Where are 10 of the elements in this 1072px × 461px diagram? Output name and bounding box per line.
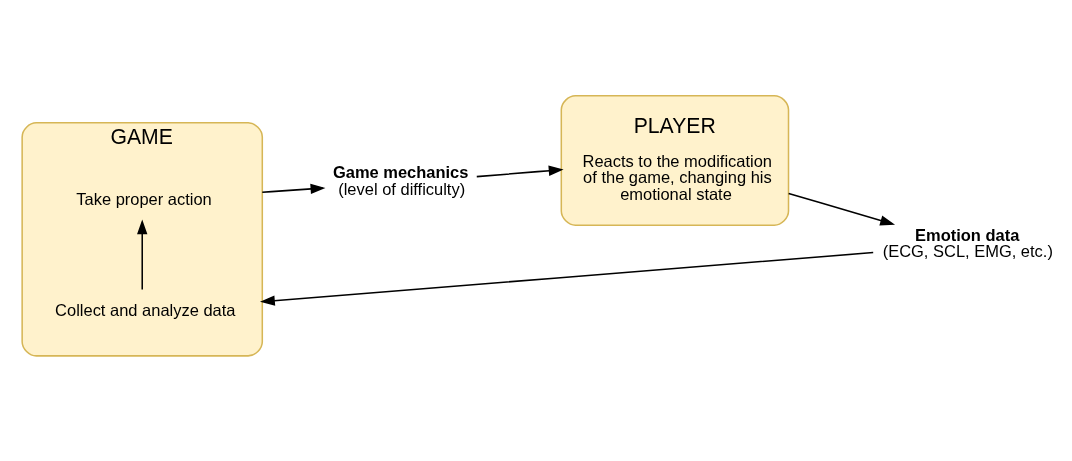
arrow bbox=[476, 165, 564, 178]
node-text: Take proper action bbox=[76, 189, 212, 208]
node-text: Collect and analyze data bbox=[55, 300, 236, 319]
node-box: PLAYER Reacts to the modification of the game, changing his emotional state bbox=[560, 94, 790, 226]
node-text: Game mechanics (level of difficulty) bbox=[332, 163, 469, 198]
node-text: Emotion data (ECG, SCL, EMG, etc.) bbox=[882, 225, 1053, 261]
arrow bbox=[787, 192, 896, 226]
arrow bbox=[261, 183, 326, 195]
arrow bbox=[260, 251, 874, 306]
arrow bbox=[137, 219, 148, 291]
